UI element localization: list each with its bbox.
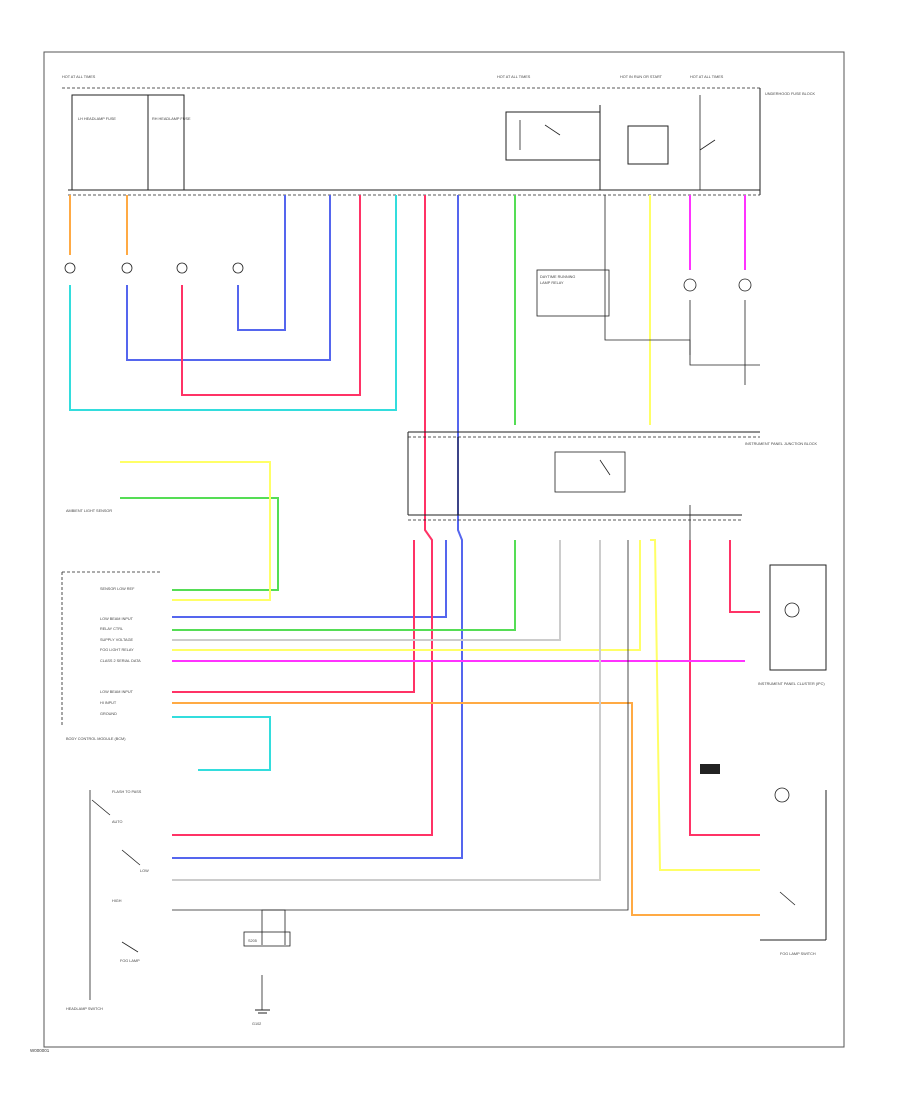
pin-supply-voltage: SUPPLY VOLTAGE <box>100 638 134 642</box>
svg-text:LH HEADLAMP FUSE: LH HEADLAMP FUSE <box>78 117 116 121</box>
diagram-frame <box>43 51 845 1048</box>
fuse-block: LH HEADLAMP FUSE RH HEADLAMP FUSE UNDERH… <box>62 87 815 196</box>
switch-low: LOW <box>140 869 149 873</box>
instrument-panel-cluster: INSTRUMENT PANEL CLUSTER (IPC) <box>758 564 827 686</box>
pin-ground: GROUND <box>100 712 117 716</box>
ip-junction-block: INSTRUMENT PANEL JUNCTION BLOCK <box>407 431 818 521</box>
hot-at-all-times-right: HOT AT ALL TIMES <box>690 75 724 79</box>
body-control-module-label: BODY CONTROL MODULE (BCM) <box>66 737 126 741</box>
headlamp-bulbs: DAYTIME RUNNING LAMP RELAY <box>64 262 752 317</box>
pin-sensor-low-ref: SENSOR LOW REF <box>100 587 135 591</box>
svg-text:RH HEADLAMP FUSE: RH HEADLAMP FUSE <box>152 117 191 121</box>
pin-hi-input: HI INPUT <box>100 701 117 705</box>
switch-fog-lamp: FOG LAMP <box>120 959 140 963</box>
colored-wires <box>69 195 760 916</box>
headlamp-switch: HEADLAMP SWITCH <box>66 1007 103 1011</box>
instrument-panel-junction-block: INSTRUMENT PANEL JUNCTION BLOCK <box>745 442 818 446</box>
fog-lamp-switch: FOG LAMP SWITCH <box>780 952 816 956</box>
switch-high: HIGH <box>112 899 122 903</box>
body-control-module: SENSOR LOW REF LOW BEAM INPUT RELAY CTRL… <box>61 571 160 741</box>
switch-auto: AUTO <box>112 820 123 824</box>
pin-relay-ctrl: RELAY CTRL <box>100 627 123 631</box>
switch-flash-to-pass: FLASH TO PASS <box>112 790 142 794</box>
svg-text:DAYTIME RUNNING: DAYTIME RUNNING <box>540 275 575 279</box>
pin-low-beam-input: LOW BEAM INPUT <box>100 617 134 621</box>
black-wires <box>172 195 760 1010</box>
hot-in-run-start: HOT IN RUN OR START <box>620 75 663 79</box>
hot-at-all-times-center: HOT AT ALL TIMES <box>497 75 531 79</box>
svg-text:LAMP RELAY: LAMP RELAY <box>540 281 564 285</box>
pin-fog-light-relay: FOG LIGHT RELAY <box>100 648 134 652</box>
pin-class2-serial-data: CLASS 2 SERIAL DATA <box>100 659 141 663</box>
ground-label: G102 <box>252 1022 261 1026</box>
page-code: W000001 <box>30 1048 50 1053</box>
underhood-fuse-block: UNDERHOOD FUSE BLOCK <box>765 92 815 96</box>
instrument-panel-cluster-label: INSTRUMENT PANEL CLUSTER (IPC) <box>758 682 825 686</box>
pin-low-beam-input-2: LOW BEAM INPUT <box>100 690 134 694</box>
hot-labels: HOT AT ALL TIMES HOT AT ALL TIMES HOT IN… <box>62 75 724 79</box>
ambient-light-sensor: AMBIENT LIGHT SENSOR <box>66 509 112 513</box>
fog-lamp-switch-area: FOG LAMP SWITCH <box>700 764 827 956</box>
splice-label: S205 <box>248 939 257 943</box>
headlamp-switch-area: FLASH TO PASS AUTO LOW HIGH FOG LAMP HEA… <box>66 790 149 1011</box>
hot-at-all-times-left: HOT AT ALL TIMES <box>62 75 96 79</box>
ground-area: S205 G102 <box>243 931 291 1026</box>
